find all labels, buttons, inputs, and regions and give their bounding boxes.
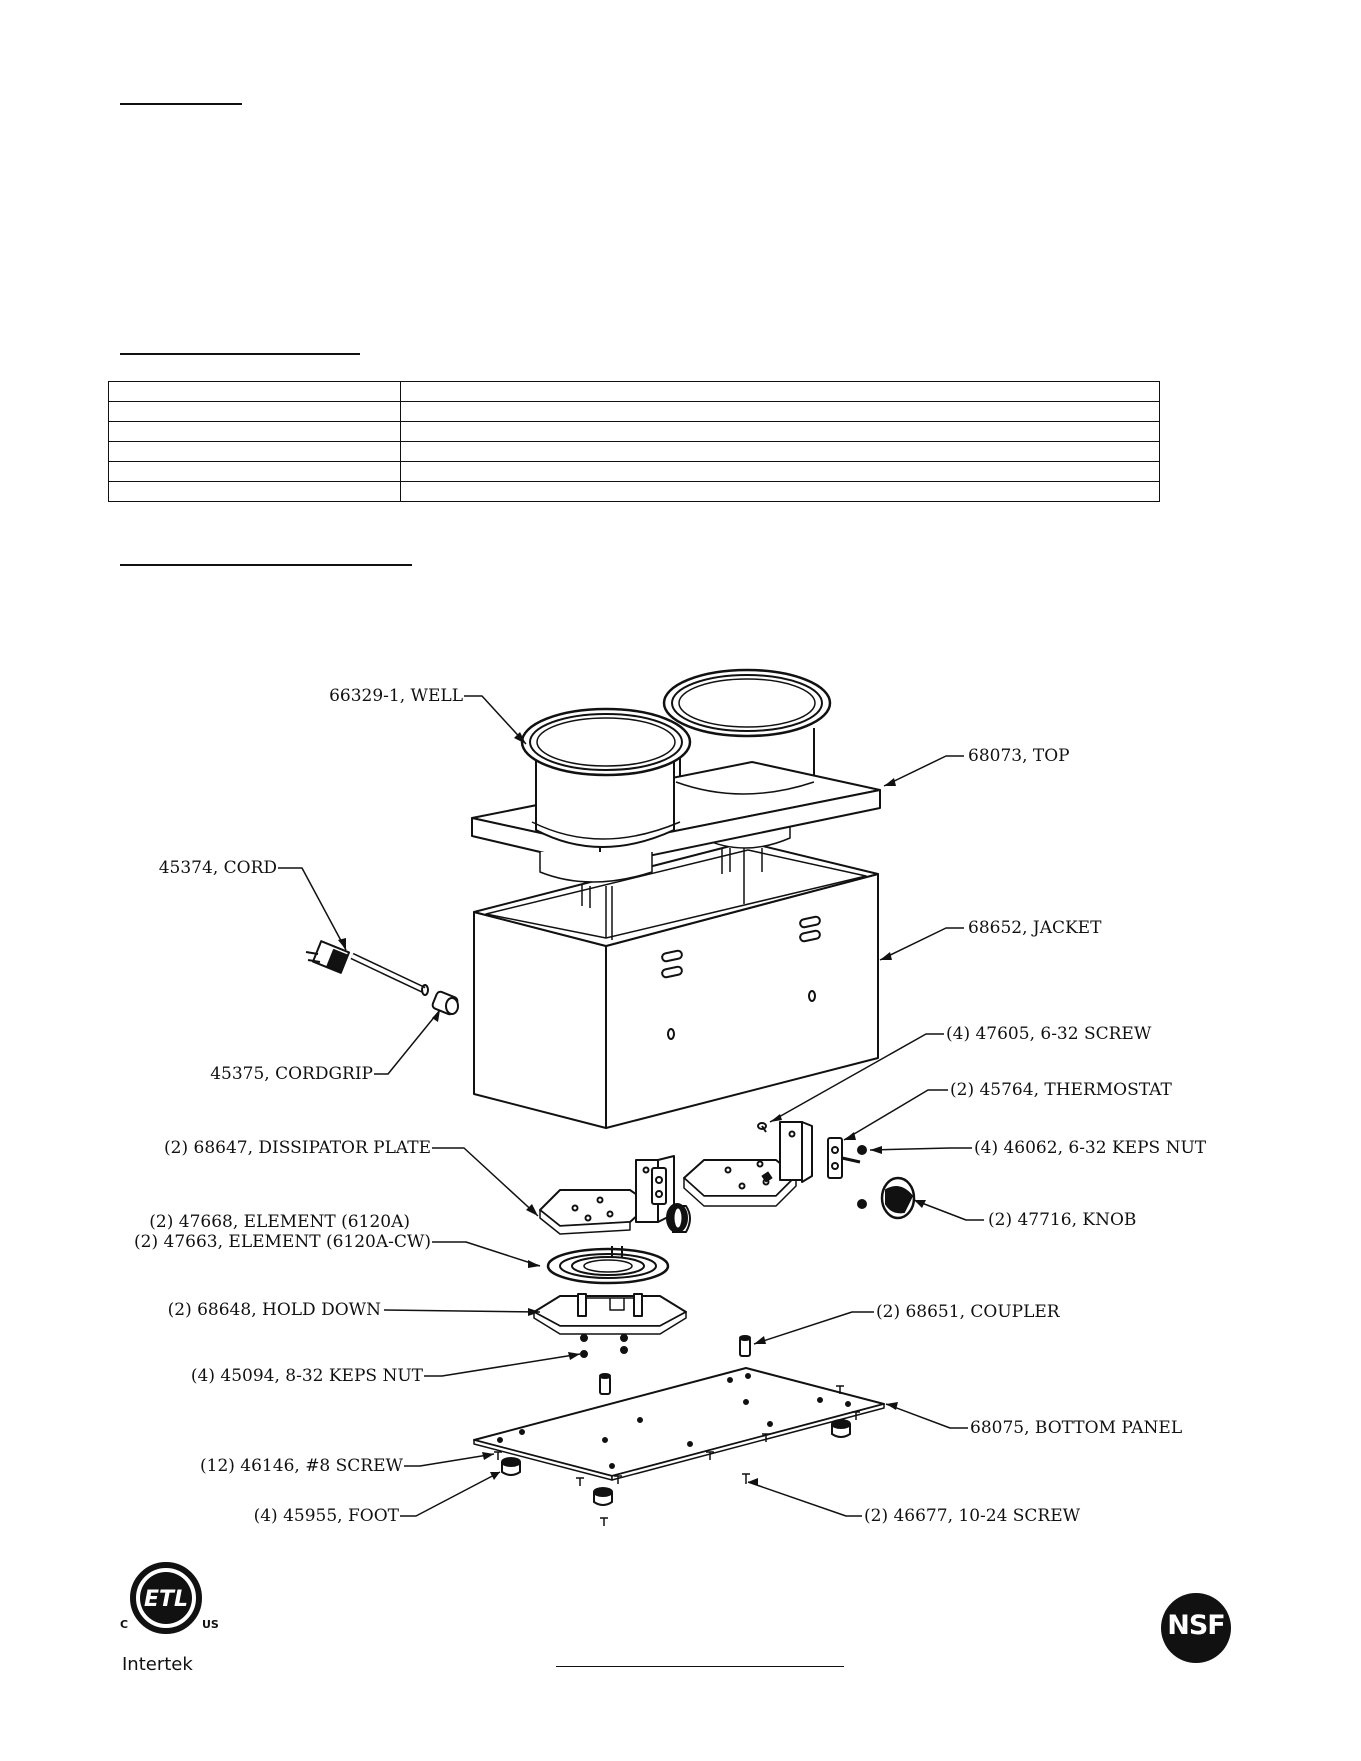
callout-well: 66329-1, WELL [329, 686, 463, 706]
thermostat-left [651, 1167, 667, 1205]
section-rule-specifications [120, 353, 360, 355]
etl-c-mark: C [120, 1618, 129, 1631]
callout-keps-nut-832: (4) 45094, 8-32 KEPS NUT [190, 1366, 423, 1386]
heating-element-part [546, 1246, 670, 1285]
callout-screw-8: (12) 46146, #8 SCREW [200, 1456, 403, 1476]
callout-cordgrip: 45375, CORDGRIP [210, 1064, 373, 1084]
callout-dissipator-plate: (2) 68647, DISSIPATOR PLATE [164, 1138, 431, 1158]
nsf-circle-icon [1161, 1593, 1231, 1663]
intertek-wordmark: Intertek [122, 1654, 193, 1675]
callout-top: 68073, TOP [968, 746, 1070, 766]
nsf-wordmark: NSF [1167, 1610, 1226, 1641]
coupler-parts [599, 1335, 751, 1395]
callout-jacket: 68652, JACKET [968, 918, 1102, 938]
screw-8-parts [494, 1385, 860, 1526]
callout-screw-632: (4) 47605, 6-32 SCREW [946, 1024, 1152, 1044]
cordgrip-part [431, 990, 459, 1016]
footer-rule [556, 1666, 844, 1667]
thermostat-right [827, 1137, 861, 1179]
section-rule-parts [120, 564, 412, 566]
table-row [108, 381, 1160, 402]
callout-element-cw: (2) 47663, ELEMENT (6120A-CW) [134, 1232, 431, 1252]
nsf-logo: NSF [1160, 1592, 1232, 1664]
callout-screw-1024: (2) 46677, 10-24 SCREW [864, 1506, 1081, 1526]
table-row [108, 481, 1160, 502]
leader-lines [278, 695, 984, 1517]
callout-thermostat: (2) 45764, THERMOSTAT [950, 1080, 1172, 1100]
knob-right [880, 1176, 916, 1220]
bottom-panel-part [473, 1367, 885, 1481]
etl-mark-icon: ETL [130, 1562, 202, 1634]
well-probes [581, 842, 763, 940]
keps-nut-832-parts [580, 1334, 628, 1358]
callout-bottom-panel: 68075, BOTTOM PANEL [970, 1418, 1183, 1438]
callout-coupler: (2) 68651, COUPLER [876, 1302, 1060, 1322]
keps-nut-632-parts [857, 1145, 867, 1209]
foot-parts [501, 1419, 851, 1506]
dissipator-plate-right [683, 1121, 813, 1207]
section-rule-top [120, 103, 242, 105]
callout-hold-down: (2) 68648, HOLD DOWN [167, 1300, 381, 1320]
callout-knob: (2) 47716, KNOB [988, 1210, 1137, 1230]
spec-table [108, 381, 1160, 502]
callout-cord: 45374, CORD [158, 858, 277, 878]
table-row [108, 401, 1160, 422]
leader-arrowheads [338, 732, 926, 1486]
well-left [520, 707, 692, 883]
svg-text:ETL: ETL [144, 1587, 188, 1612]
etl-us-mark: US [202, 1618, 219, 1631]
hold-down-part [533, 1293, 687, 1335]
callout-element-a: (2) 47668, ELEMENT (6120A) [149, 1212, 410, 1232]
etl-listed-logo: ETL C US Intertek [116, 1558, 236, 1678]
callout-foot: (4) 45955, FOOT [253, 1506, 399, 1526]
jacket-part [473, 841, 879, 1129]
top-plate-part [471, 761, 881, 867]
cord-part [305, 940, 429, 996]
knob-left [666, 1203, 691, 1233]
callout-keps-nut-632: (4) 46062, 6-32 KEPS NUT [974, 1138, 1207, 1158]
screw-1024-parts [742, 1473, 750, 1484]
screw-632-part [757, 1122, 767, 1133]
